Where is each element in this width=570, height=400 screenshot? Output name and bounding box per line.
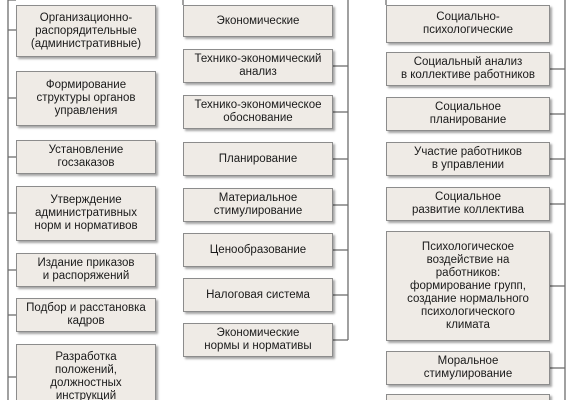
social-methods-header: Социально- психологические [386,5,550,43]
admin-item-management-structure: Формирование структуры органов управлени… [16,71,156,126]
econ-item-material-incentives: Материальное стимулирование [183,188,333,222]
admin-item-admin-norms: Утверждение административных норм и норм… [16,186,156,241]
admin-methods-header: Организационно- распорядительные (админи… [16,5,156,57]
social-item-participation: Участие работников в управлении [386,142,550,176]
admin-item-orders: Издание приказов и распоряжений [16,253,156,287]
social-item-planning: Социальное планирование [386,97,550,131]
econ-item-norms: Экономические нормы и нормативы [183,323,333,357]
economic-methods-header: Экономические [183,5,333,37]
econ-item-justification: Технико-экономическое обоснование [183,95,333,129]
admin-item-state-orders: Установление госзаказов [16,140,156,174]
social-item-team-development: Социальное развитие коллектива [386,187,550,221]
admin-item-personnel: Подбор и расстановка кадров [16,298,156,332]
social-item-partial [386,394,550,400]
social-item-moral-incentives: Моральное стимулирование [386,351,550,385]
econ-item-tax-system: Налоговая система [183,278,333,312]
admin-item-regulations: Разработка положений, должностных инстру… [16,344,156,400]
social-item-psychological-impact: Психологическое воздействие на работнико… [386,231,550,341]
econ-item-analysis: Технико-экономический анализ [183,49,333,83]
econ-item-pricing: Ценообразование [183,233,333,267]
social-item-analysis: Социальный анализ в коллективе работнико… [386,52,550,86]
econ-item-planning: Планирование [183,142,333,176]
